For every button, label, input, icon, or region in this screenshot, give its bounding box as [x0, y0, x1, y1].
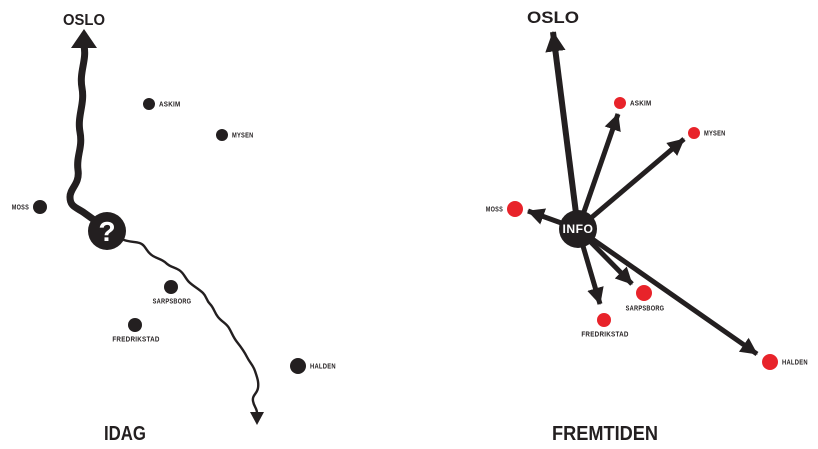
city-askim: ASKIM: [143, 98, 181, 110]
idag-title: IDAG: [104, 423, 146, 445]
city-dot: [597, 313, 611, 327]
city-mysen: MYSEN: [688, 127, 726, 139]
city-halden: HALDEN: [290, 358, 336, 374]
city-label: MYSEN: [232, 131, 254, 140]
city-label: HALDEN: [310, 362, 336, 371]
city-label: HALDEN: [782, 358, 808, 367]
city-label: SARPSBORG: [626, 304, 665, 313]
city-dot: [164, 280, 178, 294]
question-mark-label: ?: [98, 216, 115, 247]
oslo-destination-label: OSLO: [63, 12, 105, 29]
connection-to-mysen: [576, 137, 686, 231]
city-mysen: MYSEN: [216, 129, 254, 141]
city-label: MYSEN: [704, 129, 726, 138]
fremtiden-cities: ASKIM MYSEN MOSS SARPSBORG FREDRIKSTAD HALDEN: [486, 97, 808, 370]
river-route-line: [122, 238, 260, 415]
connection-to-askim: [575, 113, 621, 230]
city-fredrikstad: FREDRIKSTAD: [581, 313, 629, 339]
city-dot: [33, 200, 47, 214]
city-dot: [762, 354, 778, 370]
city-label: FREDRIKSTAD: [112, 335, 160, 344]
city-sarpsborg: SARPSBORG: [153, 280, 192, 306]
oslo-arrowhead-icon: [71, 29, 97, 48]
info-hub: INFO: [559, 210, 597, 248]
city-moss: MOSS: [486, 201, 523, 217]
info-hub-circle: [559, 210, 597, 248]
city-label: MOSS: [12, 203, 29, 212]
city-dot: [507, 201, 523, 217]
city-label: FREDRIKSTAD: [581, 330, 629, 339]
connection-to-halden: [576, 226, 759, 357]
city-dot: [290, 358, 306, 374]
info-hub-label: INFO: [563, 222, 594, 236]
question-hub: ?: [88, 212, 126, 250]
city-dot: [636, 285, 652, 301]
info-hub-connections: [527, 30, 759, 357]
city-dot: [216, 129, 228, 141]
city-label: ASKIM: [630, 99, 652, 108]
city-sarpsborg: SARPSBORG: [626, 285, 665, 313]
city-moss: MOSS: [12, 200, 47, 214]
route-to-oslo-line: [66, 42, 101, 226]
oslo-destination-label-right: OSLO: [527, 8, 579, 27]
idag-cities: ASKIM MYSEN MOSS SARPSBORG FREDRIKSTAD HALDEN: [12, 98, 336, 374]
city-label: MOSS: [486, 205, 503, 214]
city-askim: ASKIM: [614, 97, 652, 109]
question-hub-circle: [88, 212, 126, 250]
city-label: SARPSBORG: [153, 297, 192, 306]
city-dot: [688, 127, 700, 139]
connection-to-oslo: [545, 30, 581, 230]
fremtiden-panel: OSLO INFO ASKIM MYSEN MOSS SARPSBORG FREDRIK…: [486, 8, 808, 445]
city-dot: [143, 98, 155, 110]
fremtiden-title: FREMTIDEN: [552, 423, 658, 445]
idag-panel: OSLO ? ASKIM MYSEN MOSS SARPSBORG FREDRIKSTA…: [12, 12, 336, 445]
city-dot: [614, 97, 626, 109]
city-dot: [128, 318, 142, 332]
city-label: ASKIM: [159, 100, 181, 109]
river-arrowhead-icon: [250, 412, 264, 425]
city-halden: HALDEN: [762, 354, 808, 370]
city-fredrikstad: FREDRIKSTAD: [112, 318, 160, 344]
